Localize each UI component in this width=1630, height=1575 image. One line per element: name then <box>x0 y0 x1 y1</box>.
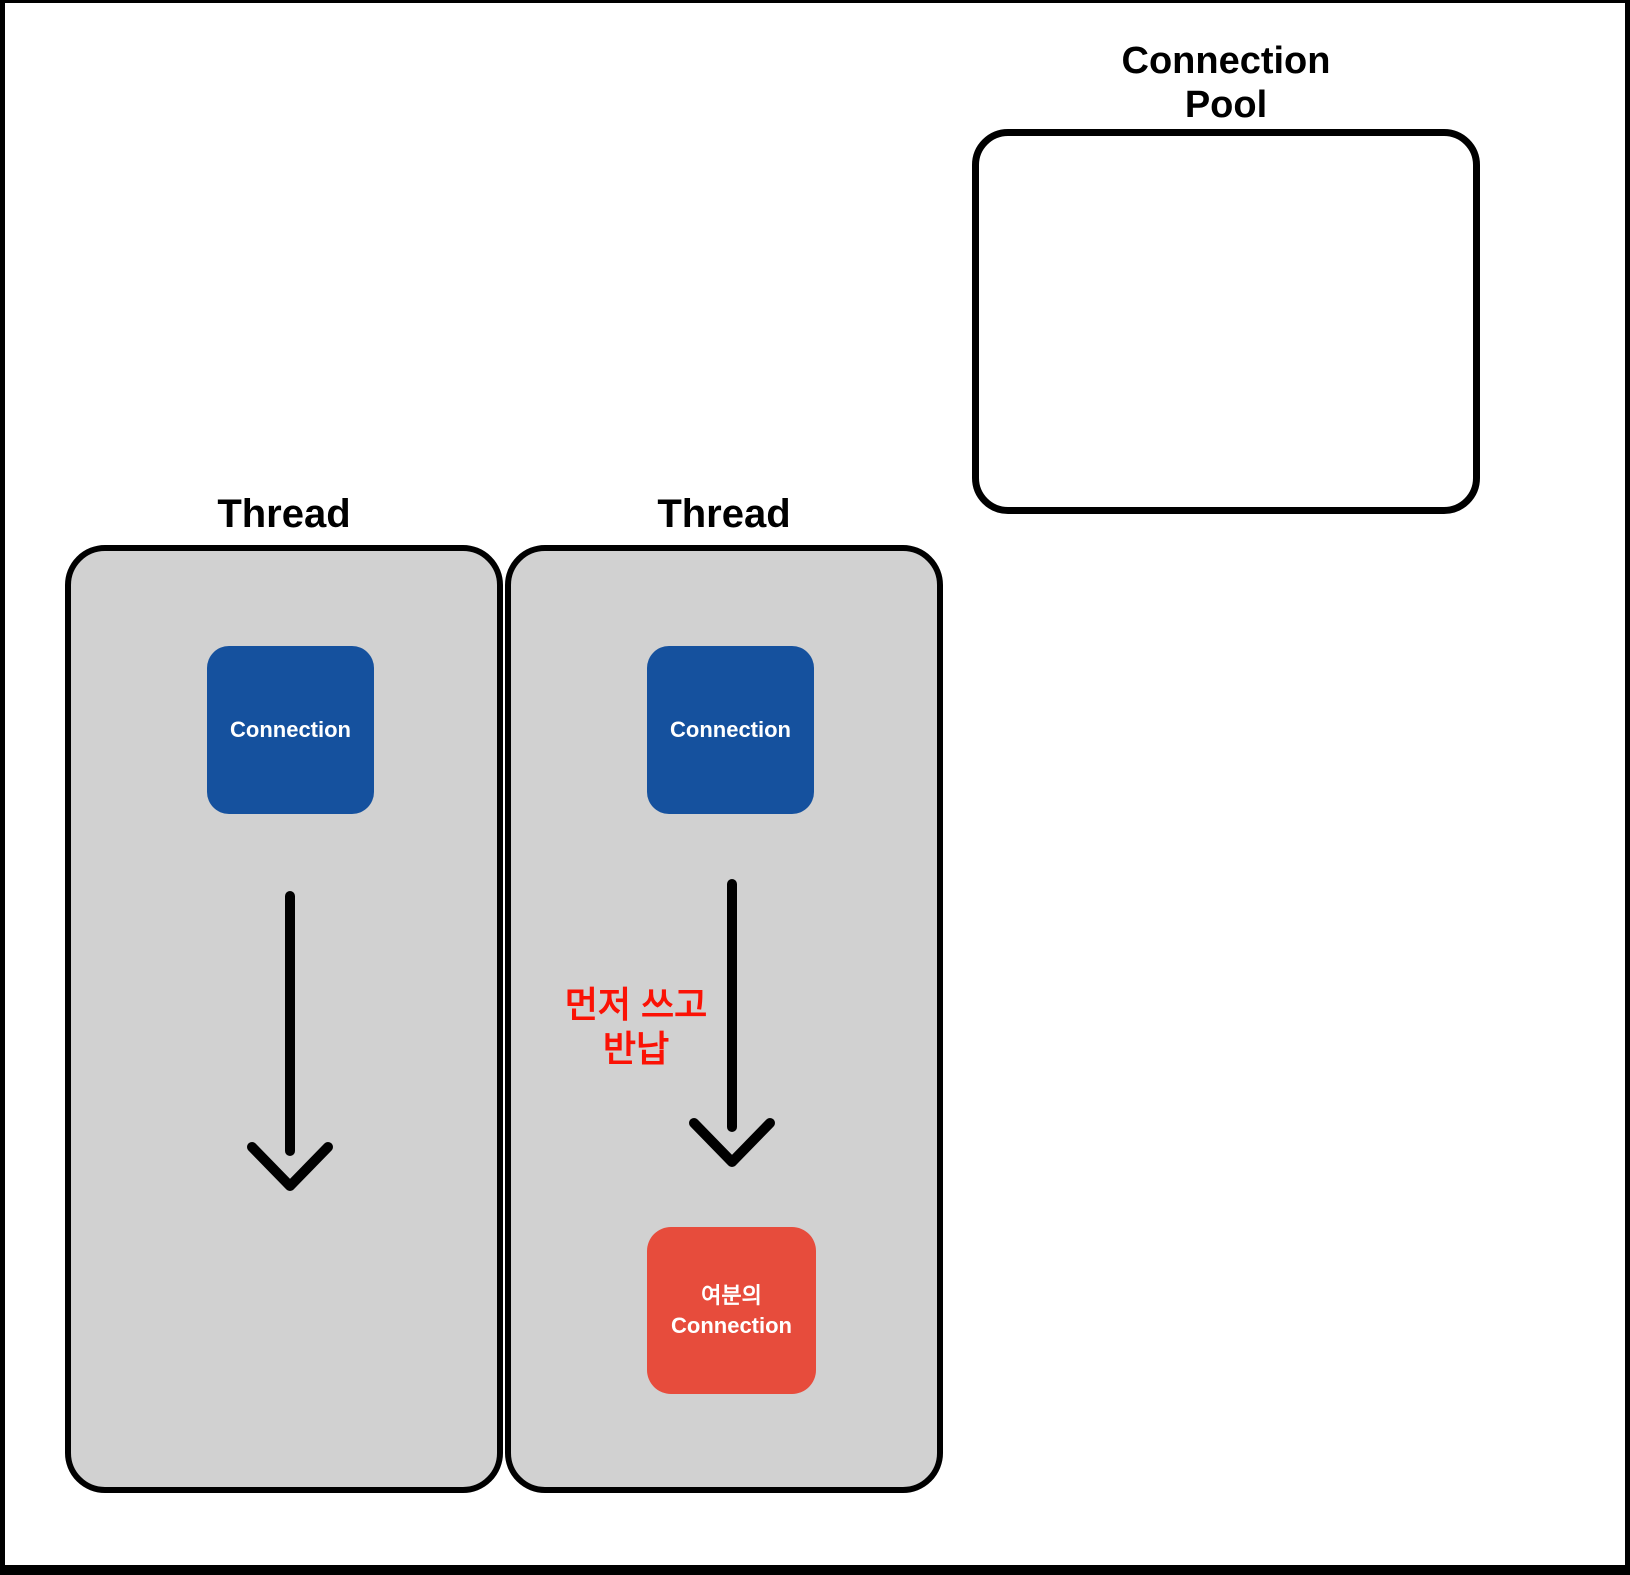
thread-1-connection-box: Connection <box>207 646 374 814</box>
thread-1-box: Connection <box>65 545 503 1493</box>
spare-connection-label-line2: Connection <box>671 1312 792 1338</box>
spare-connection-label-line1: 여분의 <box>701 1282 762 1308</box>
thread-1-connection-label: Connection <box>230 717 351 742</box>
connection-pool-title-line2: Pool <box>1184 84 1268 126</box>
annotation-line1: 먼저 쓰고 <box>564 984 708 1025</box>
annotation-line2: 반납 <box>602 1028 670 1069</box>
thread-2-connection-label: Connection <box>670 717 791 742</box>
connection-pool-title-line1: Connection <box>1121 40 1331 82</box>
thread-1-label: Thread <box>217 492 351 536</box>
connection-pool-title: Connection Pool <box>972 39 1480 127</box>
thread-2-down-arrow-icon <box>689 879 775 1167</box>
thread-1-down-arrow-icon <box>247 891 333 1191</box>
thread-2-box: Connection 먼저 쓰고 반납 여분의 Connection <box>505 545 943 1493</box>
thread-2-label: Thread <box>657 492 791 536</box>
thread-2-connection-box: Connection <box>647 646 814 814</box>
connection-pool-box <box>972 129 1480 514</box>
spare-connection-box: 여분의 Connection <box>647 1227 816 1394</box>
use-first-return-annotation: 먼저 쓰고 반납 <box>526 983 746 1071</box>
